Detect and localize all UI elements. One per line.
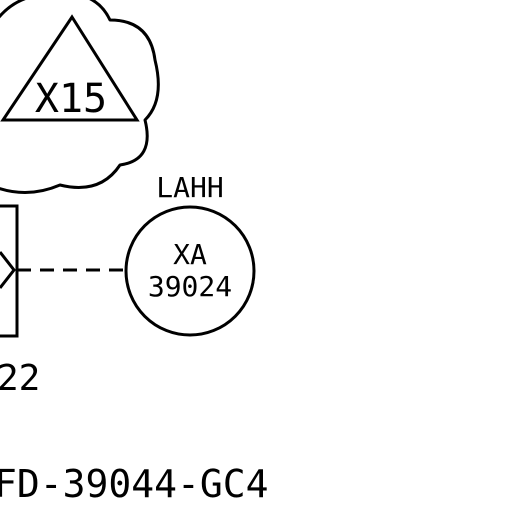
instrument-bubble <box>124 205 256 337</box>
line-designation: FD-39044-GC4 <box>0 462 269 506</box>
revision-delta-triangle <box>0 14 140 122</box>
revision-cloud <box>0 0 160 194</box>
instrument-function: XA <box>173 238 207 271</box>
alarm-label: LAHH <box>156 171 223 204</box>
equipment-tag-fragment: 22 <box>0 358 40 399</box>
revision-delta-label: X15 <box>35 76 107 122</box>
equipment-arrow-mark <box>0 251 16 289</box>
instrument-tag-number: 39024 <box>148 270 232 303</box>
